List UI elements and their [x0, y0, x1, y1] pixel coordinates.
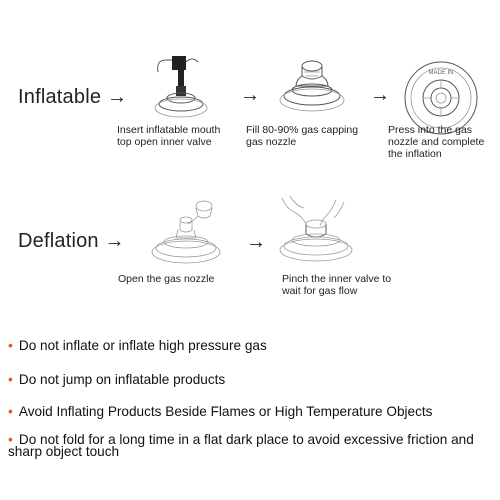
bullet-icon: • — [8, 431, 13, 447]
bullet-icon: • — [8, 403, 13, 419]
inflation-step-2-caption: Fill 80-90% gas capping gas nozzle — [246, 124, 359, 148]
note-item: • Do not jump on inflatable products — [8, 371, 226, 388]
pressed-valve-icon: MADE IN — [404, 61, 478, 135]
valve-ring-text: MADE IN — [428, 70, 453, 76]
note-item: • Do not inflate or inflate high pressure… — [8, 337, 267, 354]
pump-nozzle-icon — [154, 56, 208, 118]
inflation-step-3-caption: Press into the gas nozzle and complete t… — [388, 124, 485, 160]
deflation-text: Deflation — [18, 230, 99, 252]
inflatable-text: Inflatable — [18, 86, 102, 108]
inflatable-arrow: → — [106, 86, 128, 108]
note-item: •Do not fold for a long time in a flat d… — [8, 431, 498, 459]
note-item: • Avoid Inflating Products Beside Flames … — [8, 403, 433, 420]
bullet-icon: • — [8, 371, 13, 387]
valve-cap-icon — [279, 60, 345, 112]
inflation-step-1-caption: Insert inflatable mouth top open inner v… — [117, 124, 221, 148]
inflatable-label: Inflatable → — [18, 86, 127, 109]
inflation-arrow-1: → — [240, 84, 260, 106]
note-text: Avoid Inflating Products Beside Flames o… — [18, 404, 433, 419]
bullet-icon: • — [8, 337, 13, 353]
note-text: Do not jump on inflatable products — [18, 372, 226, 387]
note-text: Do not inflate or inflate high pressure … — [18, 338, 267, 353]
pinch-valve-icon — [279, 195, 353, 262]
deflation-step-2-caption: Pinch the inner valve to wait for gas fl… — [282, 273, 392, 297]
deflation-label: Deflation → — [18, 230, 125, 253]
deflation-arrow: → — [104, 230, 125, 252]
deflation-arrow-1: → — [246, 231, 266, 253]
deflation-step-1-caption: Open the gas nozzle — [118, 273, 215, 285]
note-text: Do not fold for a long time in a flat da… — [8, 432, 474, 459]
open-valve-icon — [151, 200, 221, 264]
inflation-arrow-2: → — [370, 84, 390, 106]
